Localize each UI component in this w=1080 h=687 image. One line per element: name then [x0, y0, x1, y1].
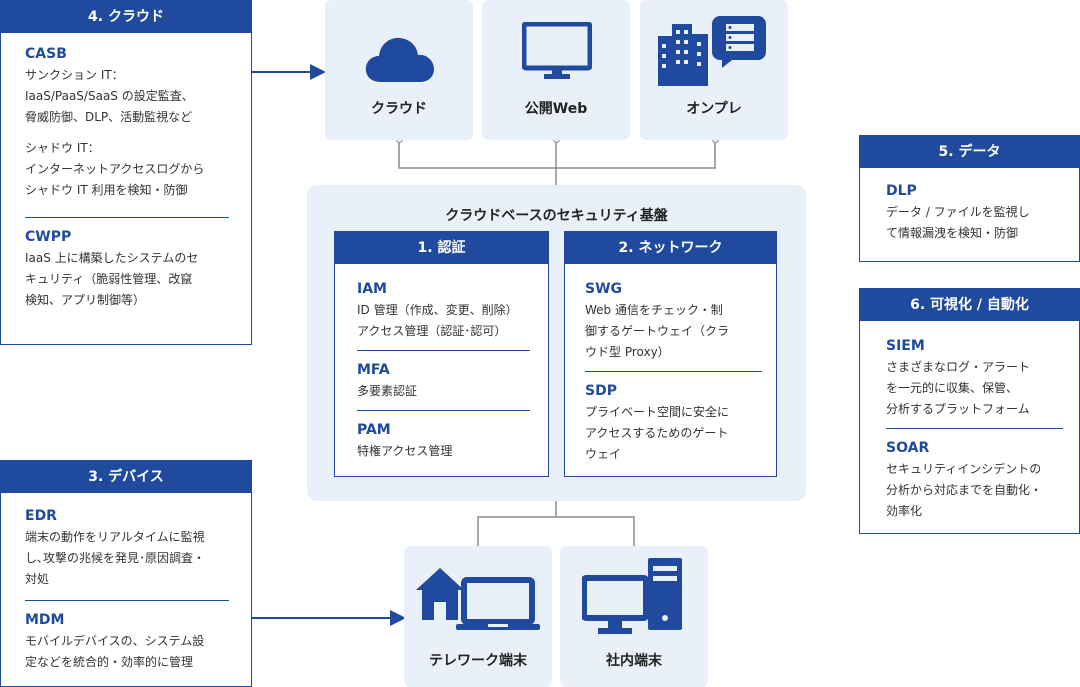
- casb-title: CASB: [25, 46, 67, 62]
- sdp-desc: プライベート空間に安全に アクセスするためのゲート ウェイ: [585, 405, 730, 461]
- soar-title: SOAR: [886, 440, 930, 456]
- swg-title: SWG: [585, 281, 623, 297]
- cloud-icon: [365, 37, 434, 82]
- office-tile-label: 社内端末: [606, 653, 662, 669]
- mdm-desc: モバイルデバイスの、システム設 定などを統合的・効率的に管理: [25, 634, 205, 669]
- divider: [357, 350, 530, 351]
- onprem-tile-label: オンプレ: [686, 101, 742, 117]
- cloud-tile: クラウド: [325, 0, 473, 140]
- cwpp-desc: IaaS 上に構築したシステムのセ キュリティ（脆弱性管理、改竄 検知、アプリ制…: [25, 251, 199, 307]
- onprem-tile: オンプレ: [640, 0, 788, 140]
- iam-desc: ID 管理（作成、変更、削除） アクセス管理（認証･認可）: [357, 303, 518, 338]
- security-platform: クラウドベースのセキュリティ基盤 1. 認証 IAM ID 管理（作成、変更、削…: [307, 185, 806, 501]
- divider: [357, 410, 530, 411]
- divider: [886, 428, 1063, 429]
- viz-card: 6. 可視化 / 自動化 SIEM さまざまなログ・アラート を一元的に収集、保…: [859, 288, 1080, 534]
- divider: [25, 217, 229, 218]
- home-laptop-icon: [416, 568, 540, 630]
- telework-tile-label: テレワーク端末: [429, 653, 527, 669]
- cwpp-title: CWPP: [25, 229, 72, 245]
- casb-desc-sanction: サンクション IT： IaaS/PaaS/SaaS の設定監査、 脅威防御、DL…: [25, 68, 194, 124]
- network-card-title: 2. ネットワーク: [565, 232, 776, 264]
- mfa-desc: 多要素認証: [357, 384, 418, 398]
- auth-card-title: 1. 認証: [335, 232, 548, 264]
- dlp-desc: データ / ファイルを監視し て情報漏洩を検知・防御: [886, 205, 1030, 240]
- viz-card-title: 6. 可視化 / 自動化: [860, 289, 1079, 321]
- pam-desc: 特権アクセス管理: [357, 444, 453, 458]
- monitor-icon: [522, 22, 592, 79]
- divider: [25, 600, 229, 601]
- casb-desc-shadow: シャドウ IT： インターネットアクセスログから シャドウ IT 利用を検知・防…: [25, 141, 205, 197]
- dlp-title: DLP: [886, 183, 917, 199]
- desktop-pc-icon: [582, 558, 682, 634]
- sdp-title: SDP: [585, 383, 617, 399]
- pam-title: PAM: [357, 422, 391, 438]
- mfa-title: MFA: [357, 362, 390, 378]
- network-card: 2. ネットワーク SWG Web 通信をチェック・制 御するゲートウェイ（クラ…: [564, 231, 777, 477]
- edr-title: EDR: [25, 508, 57, 524]
- cloud-card: 4. クラウド CASB サンクション IT： IaaS/PaaS/SaaS の…: [0, 0, 252, 345]
- device-card: 3. デバイス EDR 端末の動作をリアルタイムに監視 し､攻撃の兆候を発見･原…: [0, 460, 252, 687]
- siem-title: SIEM: [886, 338, 925, 354]
- divider: [585, 371, 762, 372]
- device-card-title: 3. デバイス: [1, 461, 251, 493]
- building-server-icon: [658, 16, 766, 86]
- auth-card: 1. 認証 IAM ID 管理（作成、変更、削除） アクセス管理（認証･認可） …: [334, 231, 549, 477]
- iam-title: IAM: [357, 281, 387, 297]
- web-tile: 公開Web: [482, 0, 630, 140]
- office-tile: 社内端末: [560, 546, 708, 687]
- cloud-tile-label: クラウド: [371, 101, 427, 117]
- edr-desc: 端末の動作をリアルタイムに監視 し､攻撃の兆候を発見･原因調査・ 対処: [25, 530, 206, 586]
- telework-tile: テレワーク端末: [404, 546, 552, 687]
- data-card: 5. データ DLP データ / ファイルを監視し て情報漏洩を検知・防御: [859, 135, 1080, 262]
- platform-title: クラウドベースのセキュリティ基盤: [445, 208, 668, 224]
- siem-desc: さまざまなログ・アラート を一元的に収集、保管、 分析するプラットフォーム: [886, 360, 1031, 416]
- web-tile-label: 公開Web: [524, 101, 588, 117]
- mdm-title: MDM: [25, 612, 65, 628]
- cloud-card-title: 4. クラウド: [1, 1, 251, 33]
- data-card-title: 5. データ: [860, 136, 1079, 168]
- swg-desc: Web 通信をチェック・制 御するゲートウェイ（クラ ウド型 Proxy）: [585, 303, 730, 359]
- soar-desc: セキュリティインシデントの 分析から対応までを自動化・ 効率化: [886, 462, 1043, 518]
